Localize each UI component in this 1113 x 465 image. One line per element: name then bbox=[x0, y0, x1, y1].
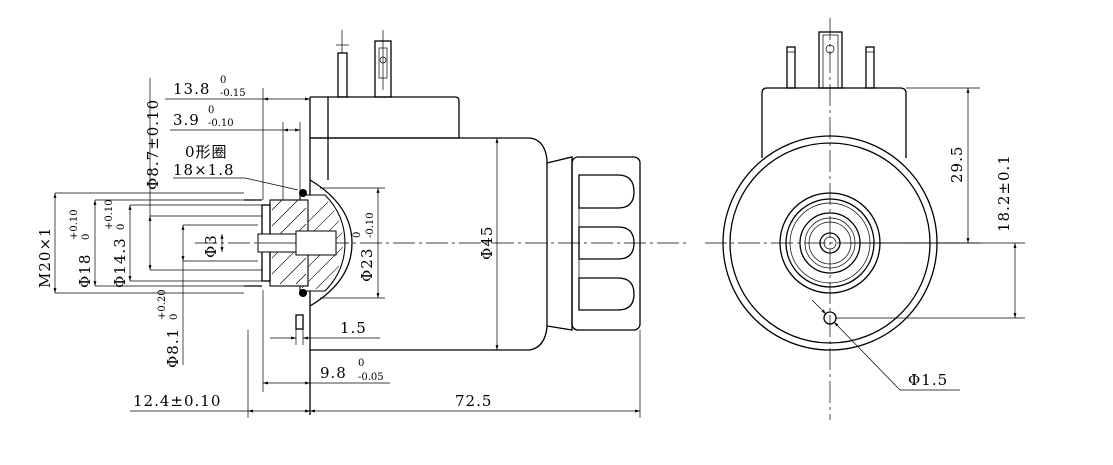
dim-13-8-sup: 0 bbox=[220, 75, 226, 86]
side-view-labels: 13.8 0 -0.15 3.9 0 -0.10 Φ8.7±0.10 0形圈 1… bbox=[36, 75, 496, 410]
dim-d8-7: Φ8.7±0.10 bbox=[144, 99, 162, 190]
o-ring-top bbox=[299, 189, 307, 197]
front-view-labels: 29.5 18.2±0.1 Φ1.5 bbox=[908, 146, 1013, 389]
side-view-dimensions bbox=[53, 78, 641, 418]
front-terminal-pins bbox=[786, 31, 875, 89]
oring-size: 18×1.8 bbox=[173, 161, 235, 179]
dim-d18-sup: +0.10 bbox=[69, 209, 80, 240]
dim-d23-sup: 0 bbox=[352, 232, 363, 238]
side-view: 13.8 0 -0.15 3.9 0 -0.10 Φ8.7±0.10 0形圈 1… bbox=[36, 30, 688, 418]
port-body bbox=[244, 179, 353, 330]
o-ring-bottom bbox=[299, 289, 307, 297]
front-housing bbox=[761, 87, 907, 158]
dim-13-8-base: 13.8 bbox=[173, 80, 210, 98]
dim-9-8-sub: -0.05 bbox=[358, 372, 384, 383]
dim-3-9-sub: -0.10 bbox=[208, 118, 234, 129]
dim-13-8-sub: -0.15 bbox=[220, 88, 246, 99]
dim-d14-3-sup: +0.10 bbox=[104, 199, 115, 230]
dim-18-2: 18.2±0.1 bbox=[995, 154, 1013, 232]
dim-d3: Φ3 bbox=[202, 234, 220, 258]
dim-d23-base: Φ23 bbox=[358, 248, 376, 282]
dim-d8-1-sup: +0.20 bbox=[157, 289, 168, 320]
dim-m20: M20×1 bbox=[36, 226, 54, 288]
oring-title: 0形圈 bbox=[185, 143, 228, 161]
dim-d45: Φ45 bbox=[478, 226, 496, 260]
dim-d18-base: Φ18 bbox=[76, 254, 94, 288]
dim-d18-sub: 0 bbox=[81, 234, 92, 240]
front-view-dimensions bbox=[811, 87, 1025, 391]
dim-12-4: 12.4±0.10 bbox=[133, 392, 221, 410]
dim-1-5: 1.5 bbox=[340, 319, 367, 337]
knurled-nut bbox=[546, 156, 641, 331]
dim-3-9-base: 3.9 bbox=[173, 111, 200, 129]
dim-29-5: 29.5 bbox=[948, 146, 966, 183]
terminal-pins bbox=[336, 30, 392, 98]
dim-d23-sub: -0.10 bbox=[365, 212, 376, 238]
dim-d14-3-base: Φ14.3 bbox=[111, 237, 129, 288]
dim-d8-1-base: Φ8.1 bbox=[164, 328, 182, 368]
dim-3-9-sup: 0 bbox=[208, 105, 214, 116]
dim-9-8-base: 9.8 bbox=[320, 364, 347, 382]
dim-d14-3-sub: 0 bbox=[116, 224, 127, 230]
dim-d1-5: Φ1.5 bbox=[908, 371, 948, 389]
dim-72-5: 72.5 bbox=[455, 392, 492, 410]
dim-d8-1-sub: 0 bbox=[169, 314, 180, 320]
dim-9-8-sup: 0 bbox=[358, 358, 364, 369]
front-view: 29.5 18.2±0.1 Φ1.5 bbox=[705, 18, 1025, 420]
